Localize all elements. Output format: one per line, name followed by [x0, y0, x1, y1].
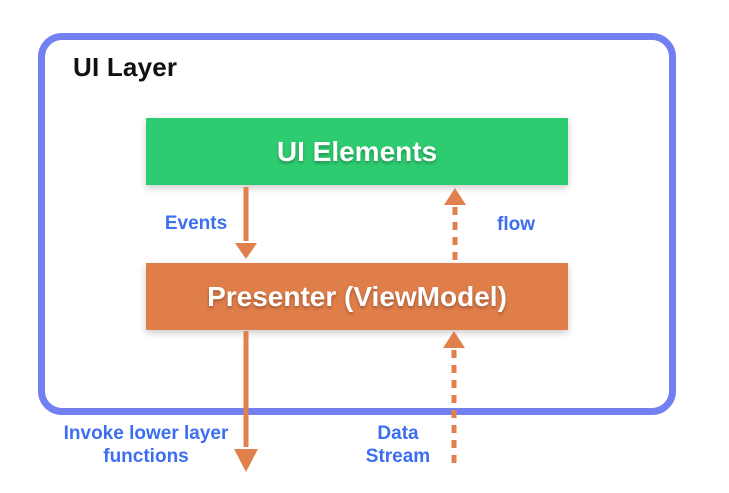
- flow-label: flow: [497, 214, 535, 235]
- data-stream-label: Data Stream: [365, 423, 431, 467]
- presenter-label: Presenter (ViewModel): [207, 280, 507, 312]
- invoke-lower-layer-label: Invoke lower layer functions: [63, 423, 229, 467]
- ui-layer-frame: [38, 33, 676, 415]
- ui-elements-label: UI Elements: [276, 135, 438, 167]
- ui-layer-title: UI Layer: [73, 52, 178, 82]
- ui-elements-box: UI Elements: [146, 118, 568, 185]
- events-label: Events: [164, 213, 228, 234]
- presenter-box: Presenter (ViewModel): [146, 263, 568, 330]
